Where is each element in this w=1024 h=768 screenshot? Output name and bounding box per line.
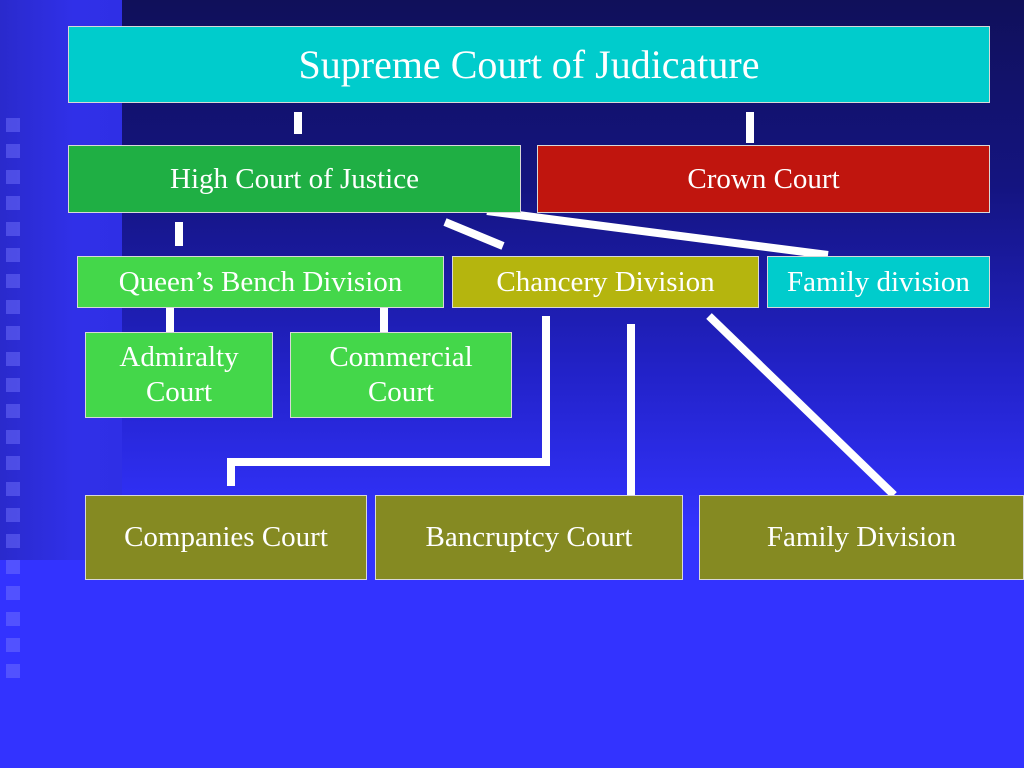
- node-companies-court: Companies Court: [85, 495, 367, 580]
- node-family-division-upper: Family division: [767, 256, 990, 308]
- connector-high-court-family: [486, 207, 829, 259]
- decorative-square: [6, 560, 20, 574]
- background-left-strip-bottom: [0, 560, 122, 768]
- decorative-square: [6, 638, 20, 652]
- decorative-square: [6, 508, 20, 522]
- decorative-square: [6, 404, 20, 418]
- node-commercial-court-label: Commercial Court: [329, 341, 473, 408]
- decorative-square: [6, 274, 20, 288]
- decorative-square: [6, 612, 20, 626]
- node-companies-court-label: Companies Court: [124, 521, 328, 554]
- node-chancery: Chancery Division: [452, 256, 759, 308]
- node-admiralty-court-label: Admiralty Court: [119, 341, 239, 408]
- node-supreme-court: Supreme Court of Judicature: [68, 26, 990, 103]
- connector-group: [166, 112, 897, 498]
- decorative-square: [6, 144, 20, 158]
- connector-chancery-companies: [227, 316, 550, 486]
- node-queens-bench-label: Queen’s Bench Division: [118, 265, 403, 298]
- decorative-square: [6, 664, 20, 678]
- node-family-division-upper-label: Family division: [787, 265, 970, 298]
- node-high-court: High Court of Justice: [68, 145, 521, 213]
- connector-high-court-chancery: [443, 218, 505, 250]
- node-bankruptcy-court-label: Bancruptcy Court: [425, 521, 633, 554]
- node-high-court-label: High Court of Justice: [170, 162, 419, 195]
- node-crown-court-label: Crown Court: [687, 162, 840, 195]
- node-queens-bench: Queen’s Bench Division: [77, 256, 444, 308]
- node-bankruptcy-court: Bancruptcy Court: [375, 495, 683, 580]
- node-family-division-lower: Family Division: [699, 495, 1024, 580]
- decorative-square: [6, 352, 20, 366]
- decorative-square: [6, 170, 20, 184]
- node-chancery-label: Chancery Division: [496, 265, 715, 298]
- decorative-square: [6, 586, 20, 600]
- node-commercial-court: Commercial Court: [290, 332, 512, 418]
- node-crown-court: Crown Court: [537, 145, 990, 213]
- decorative-square: [6, 456, 20, 470]
- decorative-square: [6, 118, 20, 132]
- decorative-square: [6, 430, 20, 444]
- node-admiralty-court: Admiralty Court: [85, 332, 273, 418]
- decorative-square: [6, 534, 20, 548]
- decorative-squares: [6, 118, 32, 690]
- decorative-square: [6, 326, 20, 340]
- decorative-square: [6, 222, 20, 236]
- decorative-square: [6, 482, 20, 496]
- node-supreme-court-label: Supreme Court of Judicature: [298, 41, 760, 87]
- decorative-square: [6, 248, 20, 262]
- connector-chancery-family-division: [706, 313, 897, 498]
- decorative-square: [6, 196, 20, 210]
- decorative-square: [6, 300, 20, 314]
- node-family-division-lower-label: Family Division: [766, 521, 957, 554]
- decorative-square: [6, 378, 20, 392]
